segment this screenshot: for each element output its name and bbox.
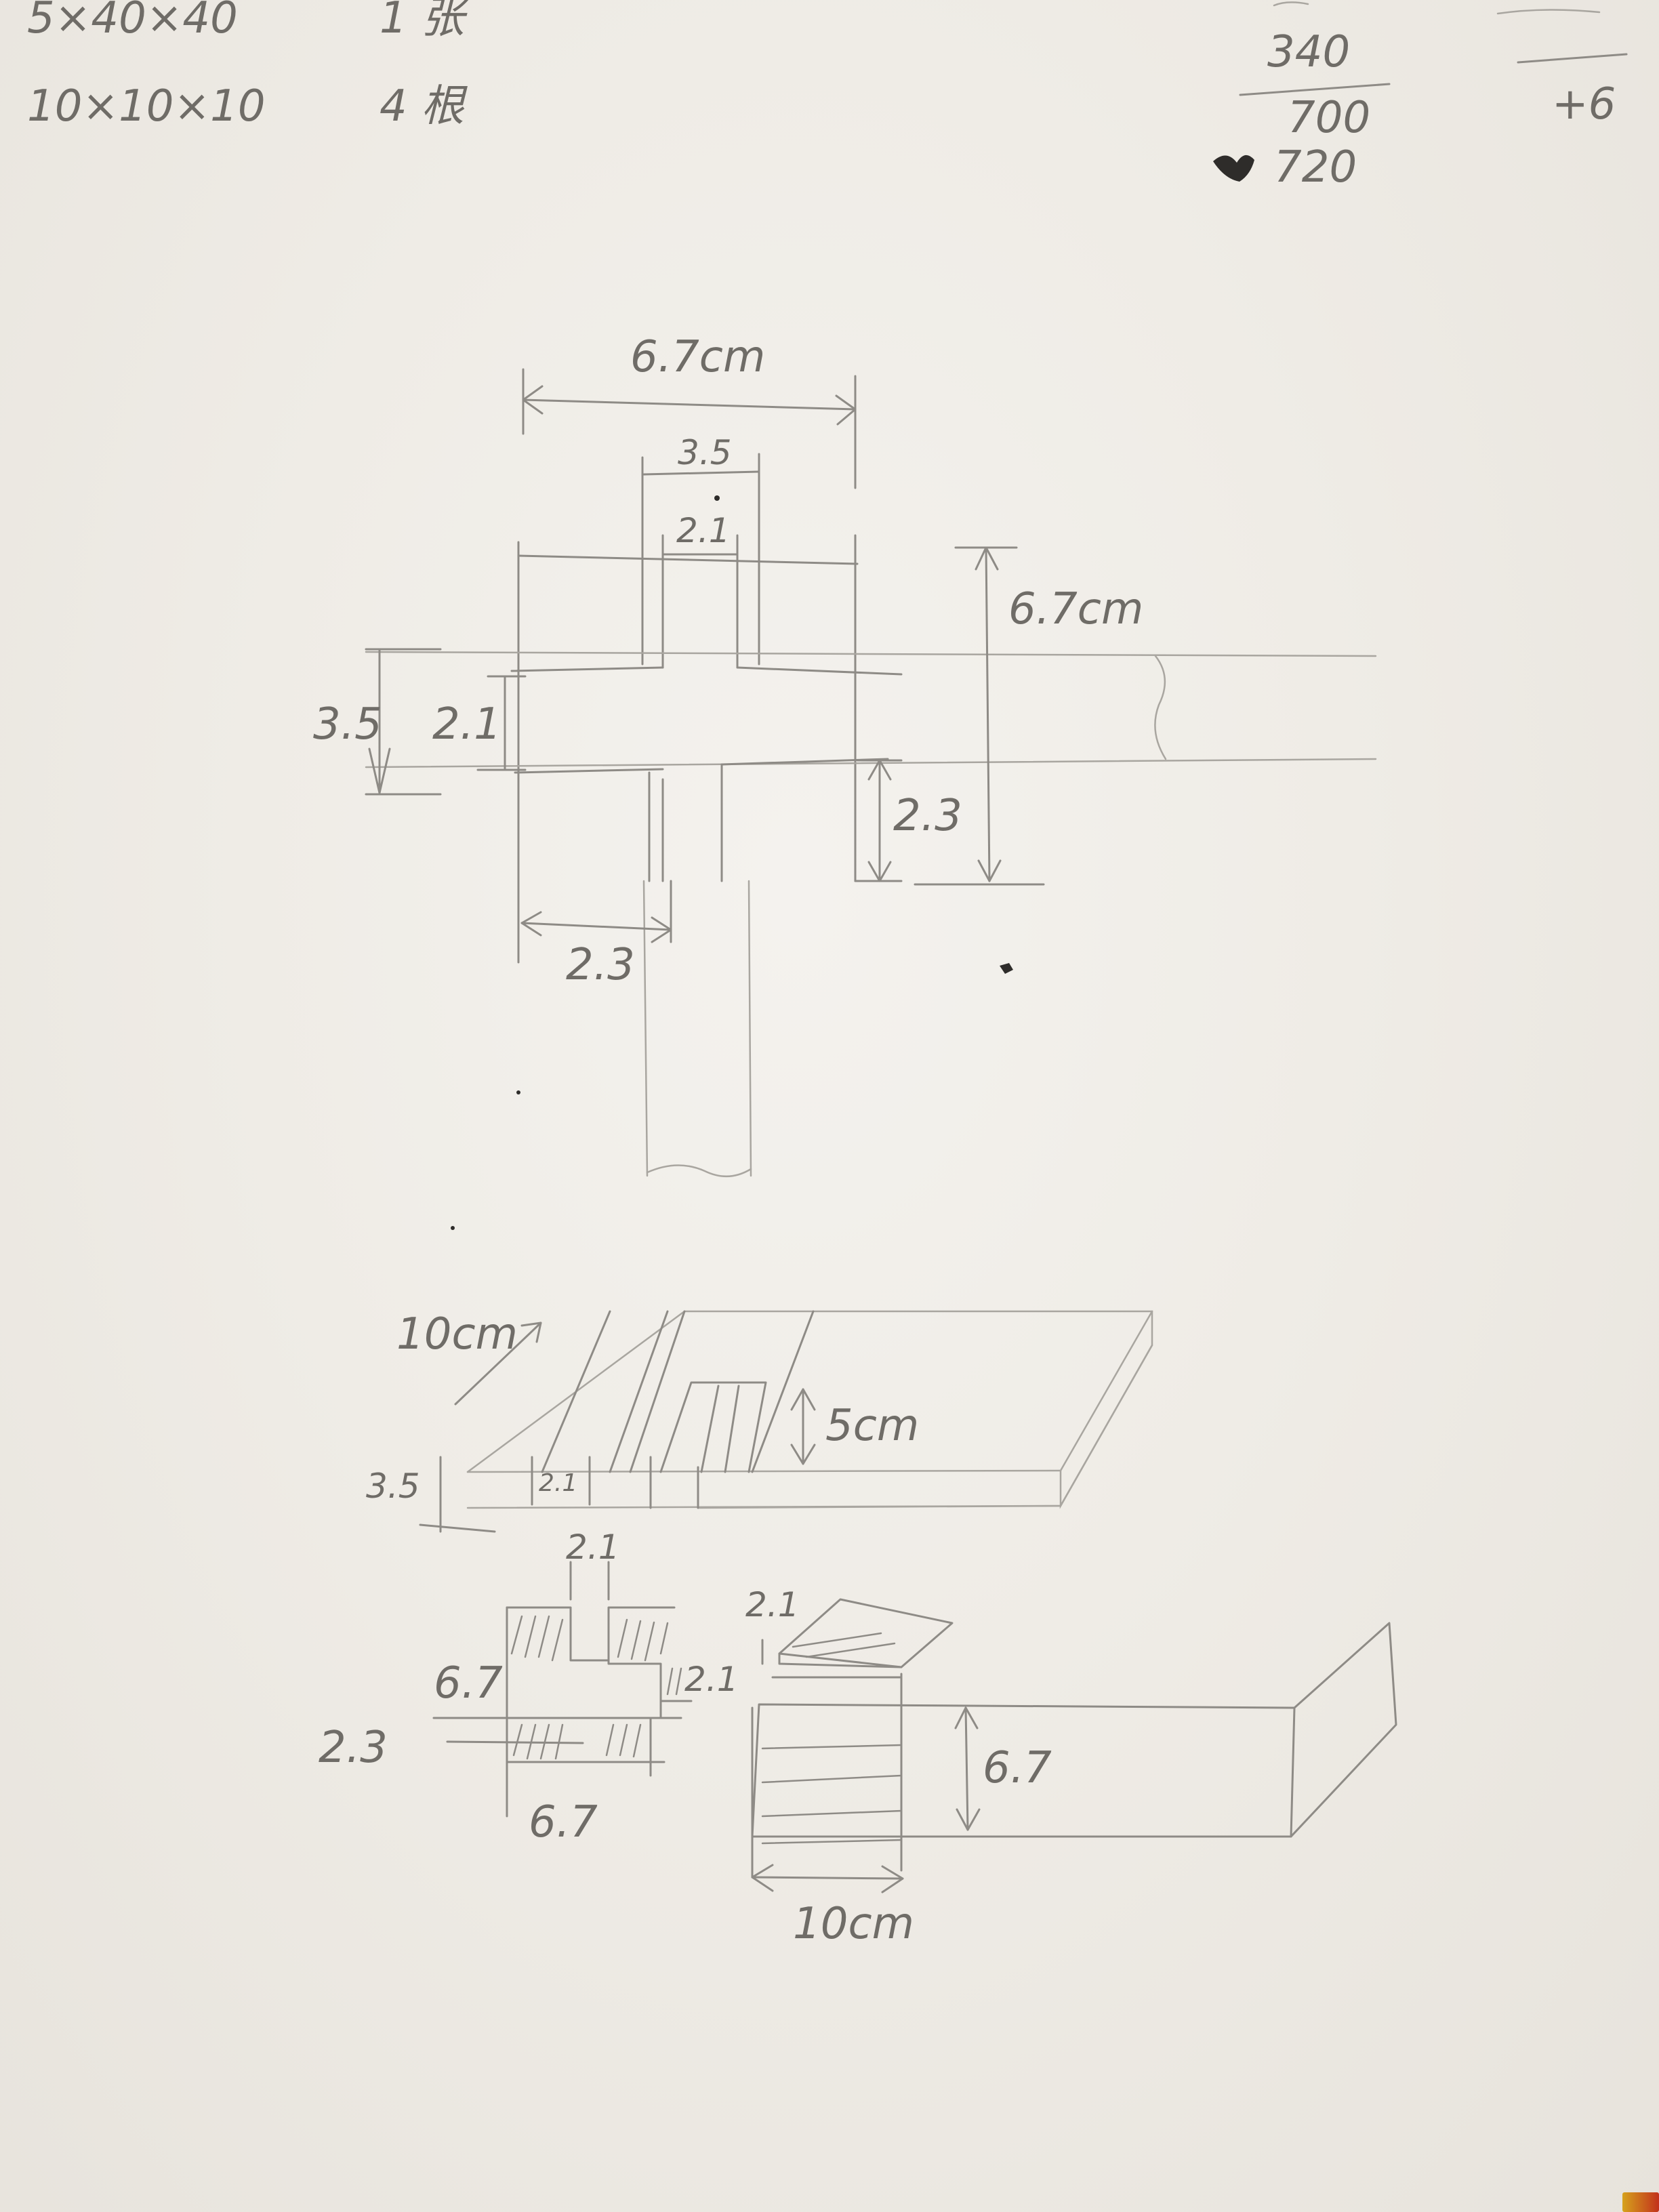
left-height-label: 3.5	[313, 699, 382, 750]
left-height-ticks	[365, 648, 442, 796]
right-height-label: 6.7cm	[1008, 584, 1143, 634]
board-break-line	[1154, 655, 1167, 760]
depth-label: 5cm	[825, 1401, 919, 1451]
sum-b: 700	[1288, 93, 1370, 143]
board-top-line	[365, 651, 1377, 657]
bottom-label-cs: 6.7	[529, 1797, 598, 1847]
block-height-dimension	[964, 1706, 969, 1831]
length-label: 10cm	[396, 1309, 518, 1359]
width-extension-lines	[522, 368, 857, 489]
pencil-dot	[714, 495, 720, 501]
top-edge-line	[517, 554, 859, 565]
pencil-speck	[1000, 963, 1013, 974]
cross-right-step	[607, 1659, 693, 1702]
partial-digit-stroke	[1273, 1, 1309, 7]
left-inner-ticks	[476, 675, 527, 771]
inner-extension-lines	[661, 534, 739, 669]
block-top-tab	[778, 1598, 954, 1668]
block-tab-front	[778, 1652, 903, 1668]
note-line1-qty: 1 张	[380, 0, 470, 43]
slot-dimension-line	[642, 470, 760, 476]
block-width-label: 10cm	[793, 1899, 914, 1949]
right-step-arrowheads	[867, 759, 892, 882]
cross-top-profile	[506, 1606, 676, 1662]
block-width-arrowheads	[751, 1864, 904, 1893]
bottom-step-dimension	[520, 922, 672, 931]
hatch-right-step	[666, 1667, 682, 1696]
material-notes: 5×40×40 1 张 10×10×10 4 根	[27, 0, 470, 131]
thickness-label: 3.5	[366, 1467, 420, 1506]
cross-section-view: 2.1 6.7 2.1 2.3 6.7	[319, 1528, 739, 1847]
slot-cut-lines	[659, 1381, 767, 1473]
post-break-line	[646, 1164, 752, 1178]
watermark-logo	[1622, 2192, 1659, 2212]
hatch-top-right	[617, 1618, 669, 1662]
pencil-dot	[451, 1226, 455, 1230]
top-view-joint: 6.7cm 3.5 2.1	[313, 332, 1377, 1178]
width-total-label: 6.7cm	[630, 332, 765, 382]
left-height-arrowhead	[368, 747, 391, 794]
sum-c: 720	[1274, 142, 1357, 192]
note-line1: 5×40×40	[27, 0, 238, 43]
width-arrowheads	[522, 385, 857, 426]
pencil-dot	[516, 1090, 520, 1094]
lower-post-lines	[648, 763, 723, 882]
left-inner-label: 2.1	[432, 699, 501, 750]
cross-lower-lines	[446, 1740, 665, 1763]
length-arrowhead	[520, 1322, 542, 1343]
board-end-face	[1059, 1310, 1153, 1509]
right-step-label: 2.3	[893, 791, 962, 841]
block-height-label: 6.7	[983, 1743, 1052, 1793]
slot-label: 2.1	[539, 1469, 577, 1497]
width-dimension-line	[522, 398, 857, 411]
right-result: +6	[1552, 79, 1616, 129]
slot-diagonals	[541, 1310, 815, 1473]
arithmetic-notes: 340 700 720 +6	[1213, 1, 1628, 192]
inner-width-label: 2.1	[676, 511, 731, 550]
slot-extension-lines	[641, 453, 760, 665]
block-height-arrowheads	[954, 1706, 981, 1831]
hatch-top-left	[510, 1615, 564, 1662]
hatch-bottom-left	[512, 1723, 564, 1760]
sum-rule-line	[1239, 83, 1391, 96]
board-front-bottom-edge	[466, 1504, 1062, 1509]
post-sides	[642, 880, 752, 1177]
depth-arrowheads	[790, 1388, 816, 1465]
partial-stroke-right	[1496, 9, 1601, 15]
right-offset-label: 2.1	[684, 1660, 739, 1699]
board-front-top-edge	[466, 1469, 1062, 1473]
block-outline	[751, 1622, 1397, 1838]
right-rule-line	[1517, 53, 1628, 64]
length-dimension	[454, 1322, 542, 1406]
block-grain-lines	[761, 1744, 903, 1845]
thickness-dimension	[419, 1456, 496, 1533]
hatch-bottom-right	[605, 1723, 642, 1758]
recess-top-edges	[510, 666, 903, 676]
right-height-dimension	[985, 546, 991, 882]
board-iso-view: 10cm 3.5 2.1 5cm	[366, 1309, 1153, 1533]
block-section-edges	[751, 1673, 903, 1879]
bottom-step-label: 2.3	[566, 940, 635, 990]
top-slot-ticks	[569, 1561, 610, 1601]
note-line2: 10×10×10	[27, 81, 266, 131]
slot-width-label: 3.5	[678, 433, 732, 472]
note-line2-qty: 4 根	[380, 81, 468, 131]
block-top-grain	[792, 1632, 896, 1658]
left-height-label-cs: 6.7	[434, 1658, 503, 1708]
left-offset-label: 2.3	[319, 1723, 388, 1773]
block-width-dimension	[751, 1876, 904, 1880]
ink-blot-icon	[1213, 155, 1254, 182]
sum-a: 340	[1267, 27, 1350, 77]
top-slot-label: 2.1	[566, 1528, 620, 1567]
slot-verticals	[531, 1456, 699, 1509]
board-bottom-line	[365, 758, 1377, 769]
block-end-edge	[1290, 1706, 1296, 1838]
right-height-arrowheads	[975, 546, 1002, 882]
block-iso-view: 2.1 6.7 10cm	[745, 1585, 1397, 1949]
block-top-label: 2.1	[745, 1585, 800, 1624]
